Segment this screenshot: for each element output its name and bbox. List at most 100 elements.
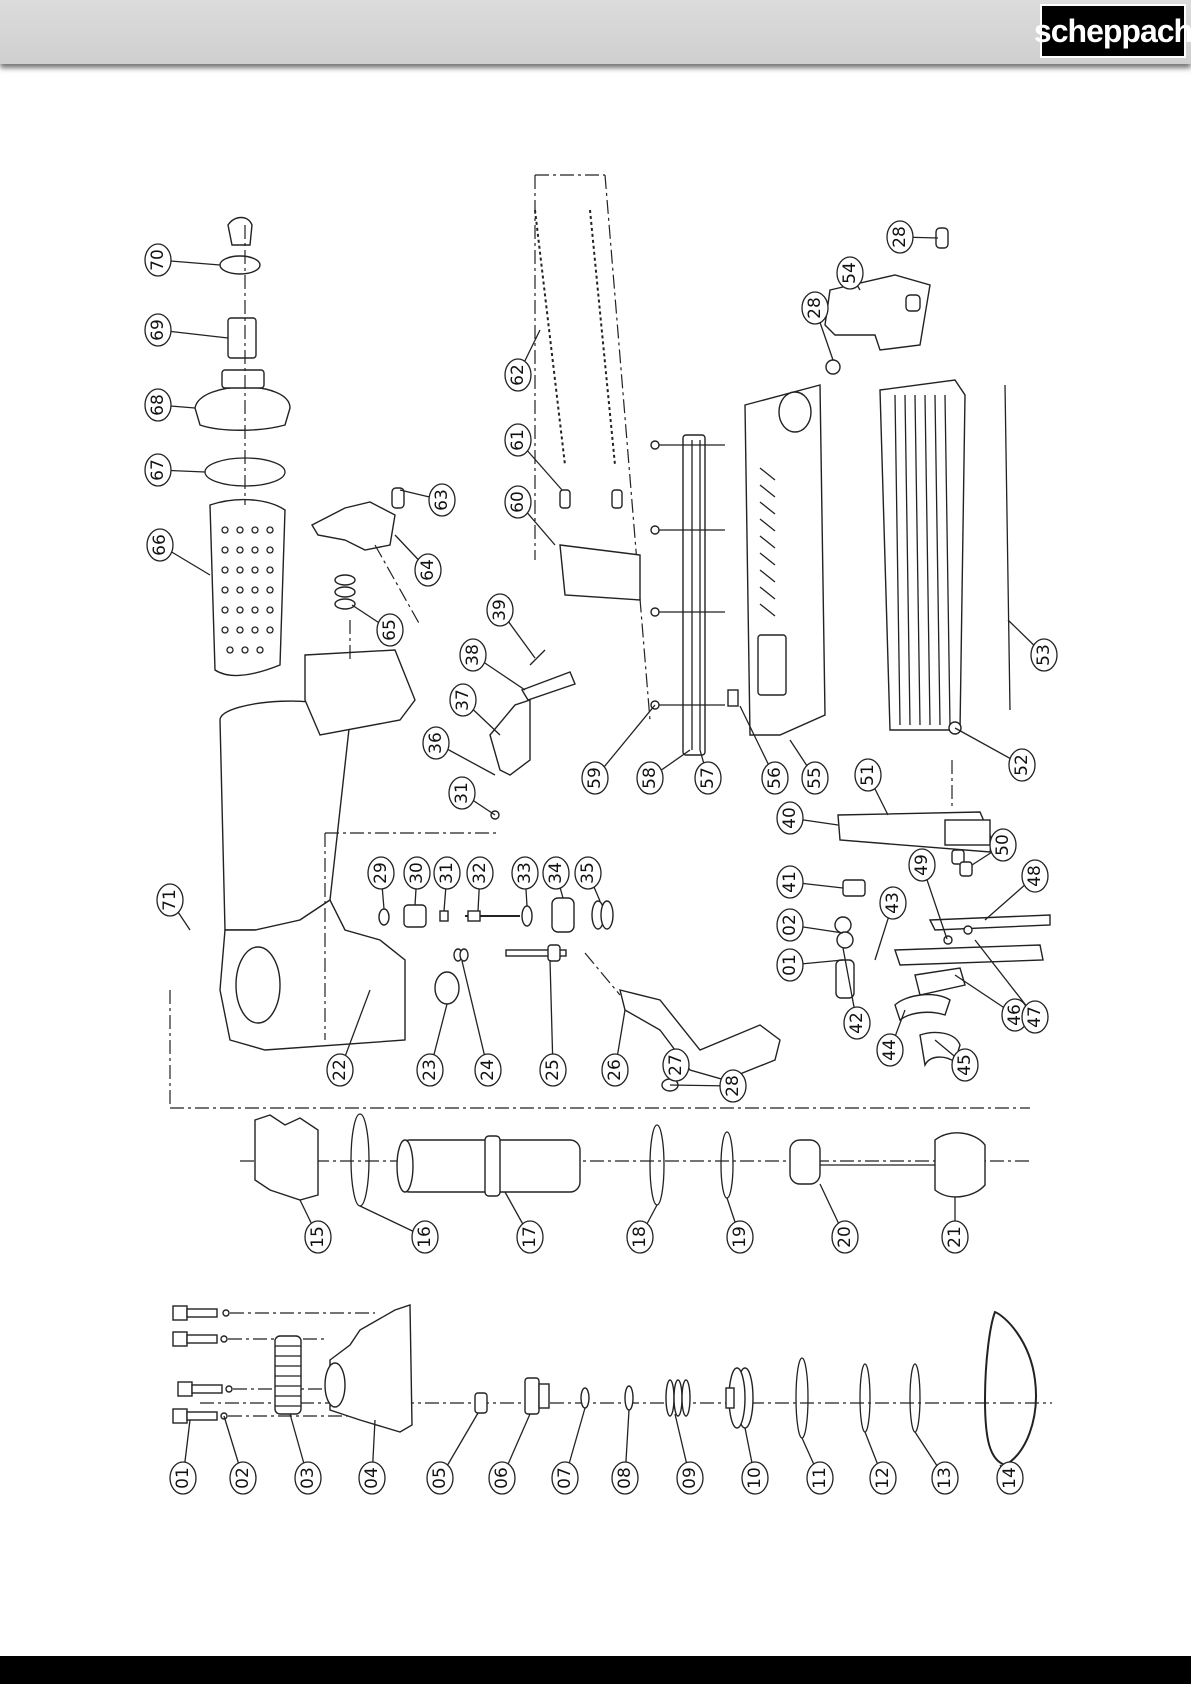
part-label-57: 57 <box>695 750 721 794</box>
part-number-text: 28 <box>723 1075 743 1097</box>
part-label-66: 66 <box>147 529 210 575</box>
part-number-text: 06 <box>492 1467 512 1489</box>
part-number-text: 42 <box>847 1012 867 1034</box>
part-label-65: 65 <box>352 605 403 646</box>
part-label-51: 51 <box>855 759 888 815</box>
part-number-text: 43 <box>883 892 903 914</box>
part-number-text: 45 <box>955 1054 975 1076</box>
part-label-02: 02 <box>224 1416 256 1494</box>
part-number-text: 66 <box>150 534 170 556</box>
part-label-31: 31 <box>434 857 460 911</box>
part-number-text: 47 <box>1025 1006 1045 1028</box>
part-label-07: 07 <box>552 1408 585 1494</box>
part-label-29: 29 <box>368 857 394 909</box>
part-number-text: 53 <box>1034 644 1054 666</box>
part-number-text: 33 <box>515 862 535 884</box>
part-label-04: 04 <box>359 1420 385 1494</box>
part-label-54: 54 <box>837 257 863 290</box>
part-label-40: 40 <box>777 802 838 834</box>
part-label-15: 15 <box>300 1200 331 1253</box>
part-number-text: 35 <box>578 862 598 884</box>
part-number-text: 14 <box>1000 1467 1020 1489</box>
part-number-text: 11 <box>810 1467 830 1489</box>
part-label-17: 17 <box>505 1192 543 1253</box>
part-label-13: 13 <box>915 1432 958 1494</box>
part-number-text: 34 <box>546 862 566 884</box>
part-number-text: 56 <box>765 767 785 789</box>
part-label-05: 05 <box>427 1413 478 1494</box>
part-number-text: 54 <box>840 262 860 284</box>
part-number-text: 09 <box>680 1467 700 1489</box>
part-number-text: 41 <box>780 871 800 893</box>
handle-grip-assembly <box>195 218 290 676</box>
part-label-06: 06 <box>489 1414 530 1494</box>
part-number-text: 57 <box>698 767 718 789</box>
part-number-text: 64 <box>418 559 438 581</box>
part-label-70: 70 <box>145 244 220 276</box>
part-label-10: 10 <box>742 1428 768 1494</box>
part-number-text: 01 <box>173 1467 193 1489</box>
part-number-text: 26 <box>605 1059 625 1081</box>
part-label-69: 69 <box>145 314 228 346</box>
part-number-text: 21 <box>945 1226 965 1248</box>
part-number-text: 22 <box>330 1059 350 1081</box>
part-label-71: 71 <box>157 884 190 930</box>
part-label-38: 38 <box>460 639 525 690</box>
driver-blade-part <box>790 1140 935 1184</box>
seal-part <box>475 1393 487 1413</box>
part-number-text: 04 <box>362 1467 382 1489</box>
part-label-41: 41 <box>777 866 843 898</box>
part-label-30: 30 <box>404 857 430 905</box>
part-number-text: 67 <box>148 459 168 481</box>
part-label-23: 23 <box>417 1004 447 1086</box>
part-label-33: 33 <box>512 857 538 906</box>
part-number-text: 50 <box>993 834 1013 856</box>
part-number-text: 07 <box>555 1467 575 1489</box>
part-number-text: 48 <box>1025 865 1045 887</box>
part-number-text: 18 <box>630 1226 650 1248</box>
part-number-text: 28 <box>805 297 825 319</box>
part-label-68: 68 <box>145 389 195 421</box>
part-number-text: 15 <box>308 1226 328 1248</box>
part-label-34: 34 <box>543 857 569 898</box>
magazine-assembly <box>535 175 825 755</box>
part-number-text: 55 <box>805 767 825 789</box>
part-number-text: 10 <box>745 1467 765 1489</box>
spring-part <box>666 1380 690 1416</box>
part-number-text: 12 <box>873 1467 893 1489</box>
part-number-text: 58 <box>640 767 660 789</box>
part-label-03: 03 <box>290 1414 321 1494</box>
part-number-text: 23 <box>420 1059 440 1081</box>
part-number-text: 05 <box>430 1467 450 1489</box>
part-number-text: 17 <box>520 1226 540 1248</box>
part-label-36: 36 <box>423 727 495 775</box>
part-label-01: 01 <box>777 949 843 981</box>
part-number-text: 31 <box>437 862 457 884</box>
part-number-text: 19 <box>730 1226 750 1248</box>
part-label-18: 18 <box>627 1205 657 1253</box>
part-label-61: 61 <box>505 424 562 490</box>
part-number-text: 51 <box>858 764 878 786</box>
part-label-64: 64 <box>395 535 441 586</box>
part-number-text: 32 <box>470 862 490 884</box>
trigger-valve-row <box>379 898 613 932</box>
part-label-28: 28 <box>887 221 938 253</box>
nose-guide-assembly <box>825 228 1050 1065</box>
part-label-37: 37 <box>450 684 500 735</box>
leader-line <box>462 961 488 1070</box>
retaining-clip <box>985 1312 1036 1465</box>
part-number-text: 61 <box>508 429 528 451</box>
part-label-24: 24 <box>462 961 501 1086</box>
part-number-text: 60 <box>508 491 528 513</box>
part-number-text: 01 <box>780 954 800 976</box>
part-number-text: 70 <box>148 249 168 271</box>
part-number-text: 62 <box>508 364 528 386</box>
part-label-39: 39 <box>487 594 535 658</box>
part-number-text: 31 <box>452 782 472 804</box>
part-label-16: 16 <box>360 1206 438 1253</box>
part-label-09: 09 <box>675 1414 703 1494</box>
part-number-text: 25 <box>543 1059 563 1081</box>
part-label-53: 53 <box>1008 620 1057 671</box>
footer-bar <box>0 1656 1191 1684</box>
part-label-52: 52 <box>955 728 1035 781</box>
